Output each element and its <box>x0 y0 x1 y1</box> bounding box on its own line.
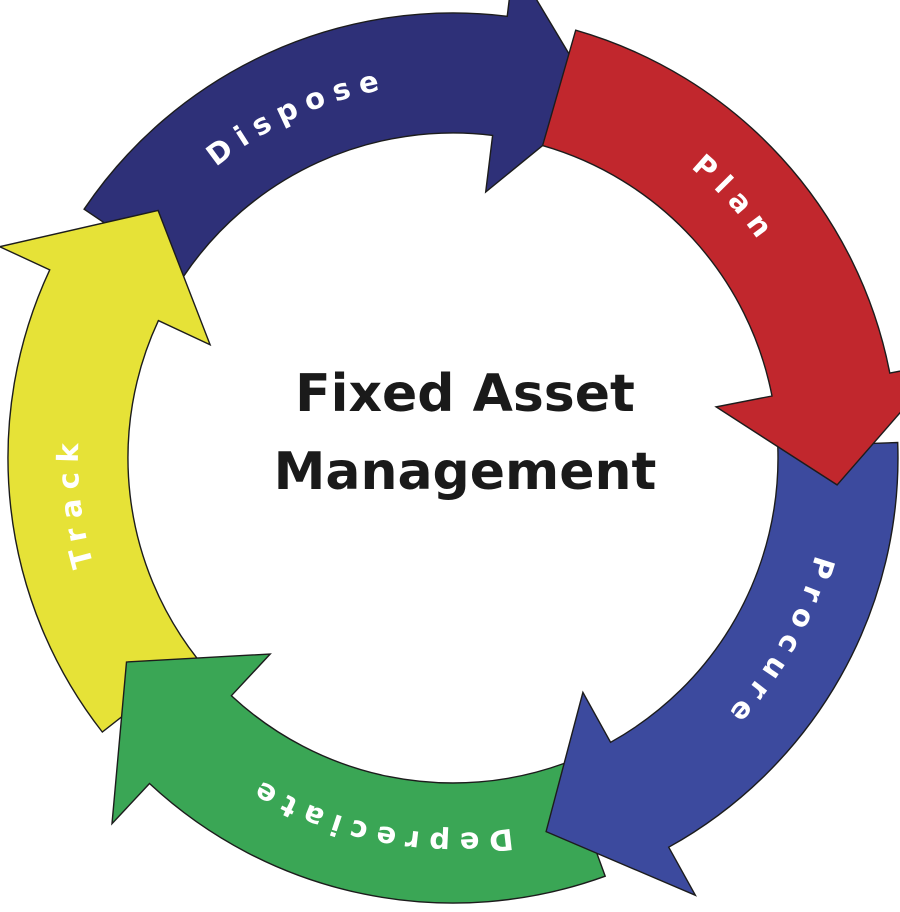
stage-arrow-dispose <box>83 0 599 278</box>
stage-arrow-depreciate <box>111 653 607 904</box>
stage-arrow-track <box>0 209 212 733</box>
center-title-line-1: Fixed Asset <box>295 364 635 424</box>
diagram-center-title: Fixed Asset Management <box>200 355 730 511</box>
center-title-line-2: Management <box>273 442 657 502</box>
stage-arrow-procure <box>545 441 899 897</box>
stage-arrow-plan <box>541 29 900 486</box>
